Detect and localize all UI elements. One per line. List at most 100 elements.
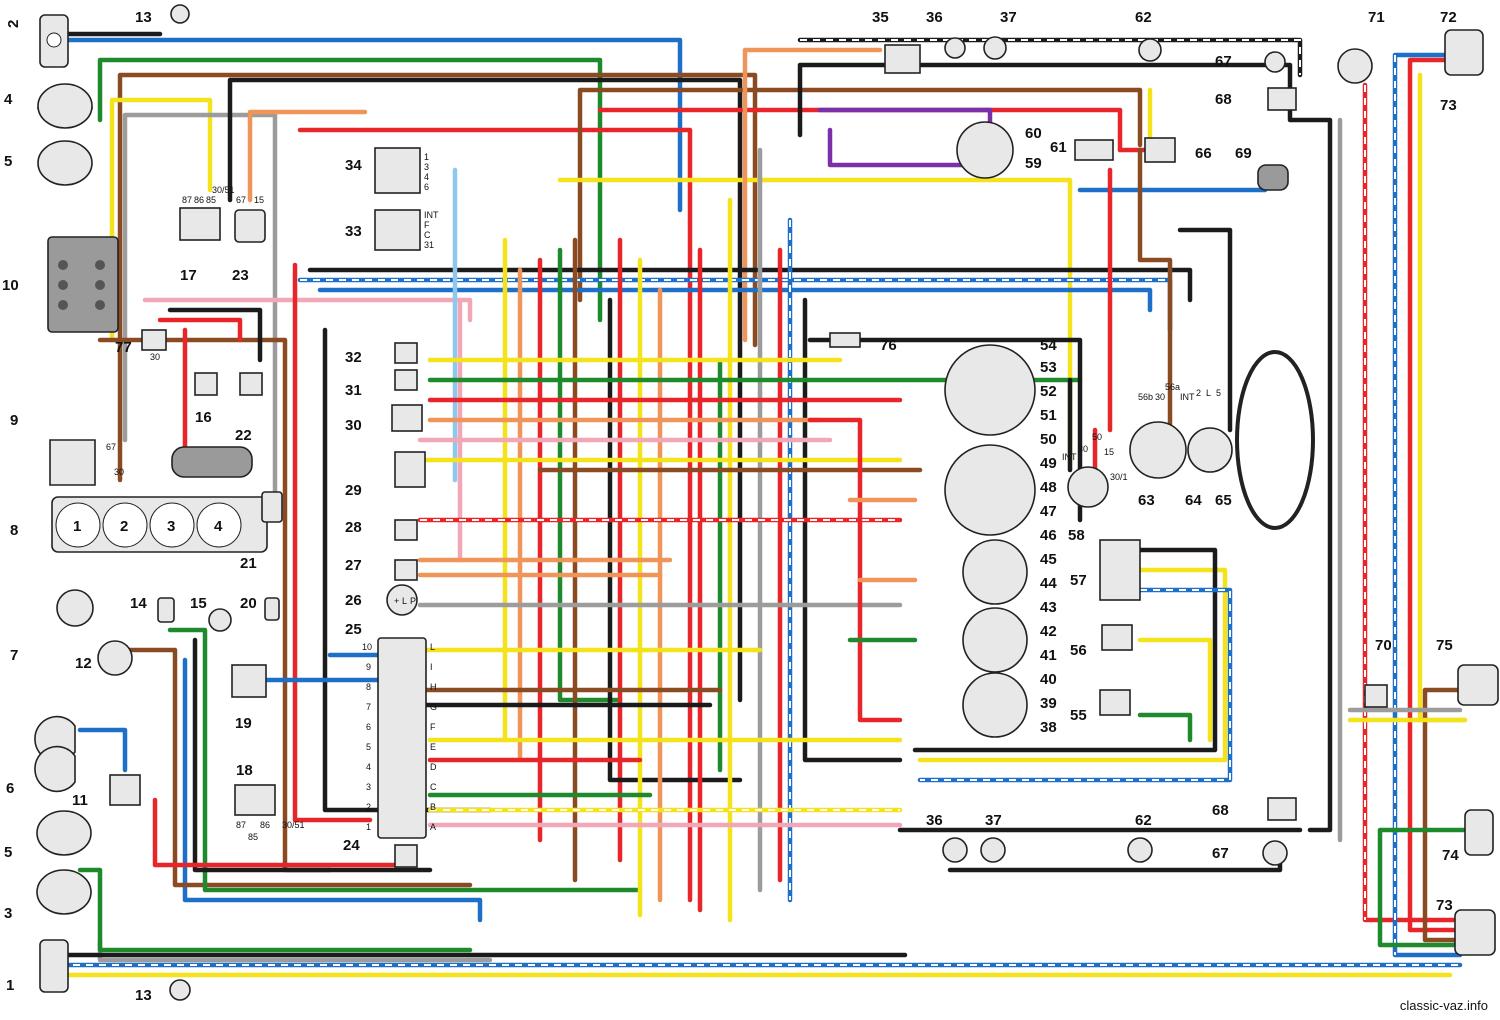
wire-brown-top (117, 72, 758, 483)
wire-black-rclu (807, 337, 1083, 523)
pin-34-4: 4 (424, 172, 429, 182)
gauge-42-41 (962, 607, 1028, 673)
pin-63-56b: 56b (1138, 392, 1153, 402)
label-32: 32 (345, 349, 362, 366)
pin-26-P: P (410, 596, 416, 606)
pin-34-3: 3 (424, 162, 429, 172)
wire-orange-top (247, 109, 368, 203)
cylinder-2 (102, 502, 148, 548)
label-55: 55 (1070, 707, 1087, 724)
label-42: 42 (1040, 623, 1057, 640)
sensor-14 (157, 597, 175, 623)
label-24: 24 (343, 837, 360, 854)
wire-blue-far (1392, 52, 1463, 958)
pin-17-85: 85 (206, 195, 216, 205)
headlamp-5-bot (36, 810, 92, 856)
label-77: 77 (115, 339, 132, 356)
switch-31 (394, 369, 418, 391)
horn-6b (34, 745, 76, 793)
label-33: 33 (345, 223, 362, 240)
lamp-1 (39, 939, 69, 993)
label-36-bot: 36 (926, 812, 943, 829)
wire-pink-left (142, 297, 473, 323)
cylinder-3 (149, 502, 195, 548)
label-6: 6 (6, 780, 14, 797)
switch-32 (394, 342, 418, 364)
fuse-num-3: 3 (366, 782, 371, 792)
label-21: 21 (240, 555, 257, 572)
pin-58-INT: INT (1062, 452, 1077, 462)
label-68-top: 68 (1215, 91, 1232, 108)
label-14: 14 (130, 595, 147, 612)
fuse-num-1: 1 (366, 822, 371, 832)
label-71: 71 (1368, 9, 1385, 26)
switch-28 (394, 519, 418, 541)
label-10: 10 (2, 277, 19, 294)
motor-66 (1144, 137, 1176, 163)
wire-orange-right (742, 47, 883, 343)
components (34, 4, 1499, 1001)
cyl-2: 2 (120, 518, 128, 535)
pin-18-87: 87 (236, 820, 246, 830)
wire-blue-horn (77, 727, 128, 773)
wire-red-mid (292, 262, 373, 823)
ignition-switch-58 (1067, 466, 1109, 508)
cyl-1: 1 (73, 518, 81, 535)
wire-red-far (1362, 82, 1463, 923)
label-44: 44 (1040, 575, 1057, 592)
label-3: 3 (4, 905, 12, 922)
pin-18-85: 85 (248, 832, 258, 842)
pin-9-30: 30 (114, 467, 124, 477)
pin-33-INT: INT (424, 210, 439, 220)
gauge-40-38 (962, 672, 1028, 738)
sensor-71 (1337, 48, 1373, 84)
pin-33-31: 31 (424, 240, 434, 250)
label-5-bot: 5 (4, 844, 12, 861)
lamp-36-bot (942, 837, 968, 863)
fuse-num-10: 10 (362, 642, 372, 652)
watermark[interactable]: classic-vaz.info (1395, 997, 1492, 1014)
switch-56 (1101, 624, 1133, 651)
headlamp-5-top (37, 140, 93, 186)
lamp-62-bot (1127, 837, 1153, 863)
fuse-num-2: 2 (366, 802, 371, 812)
relay-23 (234, 209, 266, 243)
label-34: 34 (345, 157, 362, 174)
label-27: 27 (345, 557, 362, 574)
label-57: 57 (1070, 572, 1087, 589)
label-56: 56 (1070, 642, 1087, 659)
lamp-62-top (1138, 38, 1162, 62)
label-38: 38 (1040, 719, 1057, 736)
headlamp-3 (36, 869, 92, 915)
label-9: 9 (10, 412, 18, 429)
wire-blue-57-dash (920, 589, 1231, 781)
wire-green-far (1377, 827, 1473, 948)
label-72: 72 (1440, 9, 1457, 26)
wire-red-horn (152, 797, 403, 868)
label-11: 11 (72, 792, 88, 809)
pin-63-56a: 56a (1165, 382, 1180, 392)
wire-violet (827, 127, 988, 168)
pin-23-15: 15 (254, 195, 264, 205)
fuse-block-25 (377, 637, 427, 839)
pin-33-F: F (424, 220, 430, 230)
fuse-let-H: H (430, 682, 437, 692)
label-35: 35 (872, 9, 889, 26)
wire-black-engine (192, 637, 433, 873)
switch-27 (394, 559, 418, 581)
pin-58-30: 30 (1078, 444, 1088, 454)
pin-17-3051: 30/51 (212, 185, 235, 195)
label-5-top: 5 (4, 153, 12, 170)
fuse-num-7: 7 (366, 702, 371, 712)
component-labels: 2 4 5 10 9 8 7 12 14 15 20 21 6 11 5 3 1… (2, 9, 1459, 1004)
label-66: 66 (1195, 145, 1212, 162)
pin-63-30: 30 (1155, 392, 1165, 402)
gauge-45-43 (962, 539, 1028, 605)
wire-green-top (97, 57, 603, 323)
label-29: 29 (345, 482, 362, 499)
label-47: 47 (1040, 503, 1057, 520)
label-54: 54 (1040, 337, 1057, 354)
wire-red-top (297, 127, 693, 903)
fuse-num-5: 5 (366, 742, 371, 752)
